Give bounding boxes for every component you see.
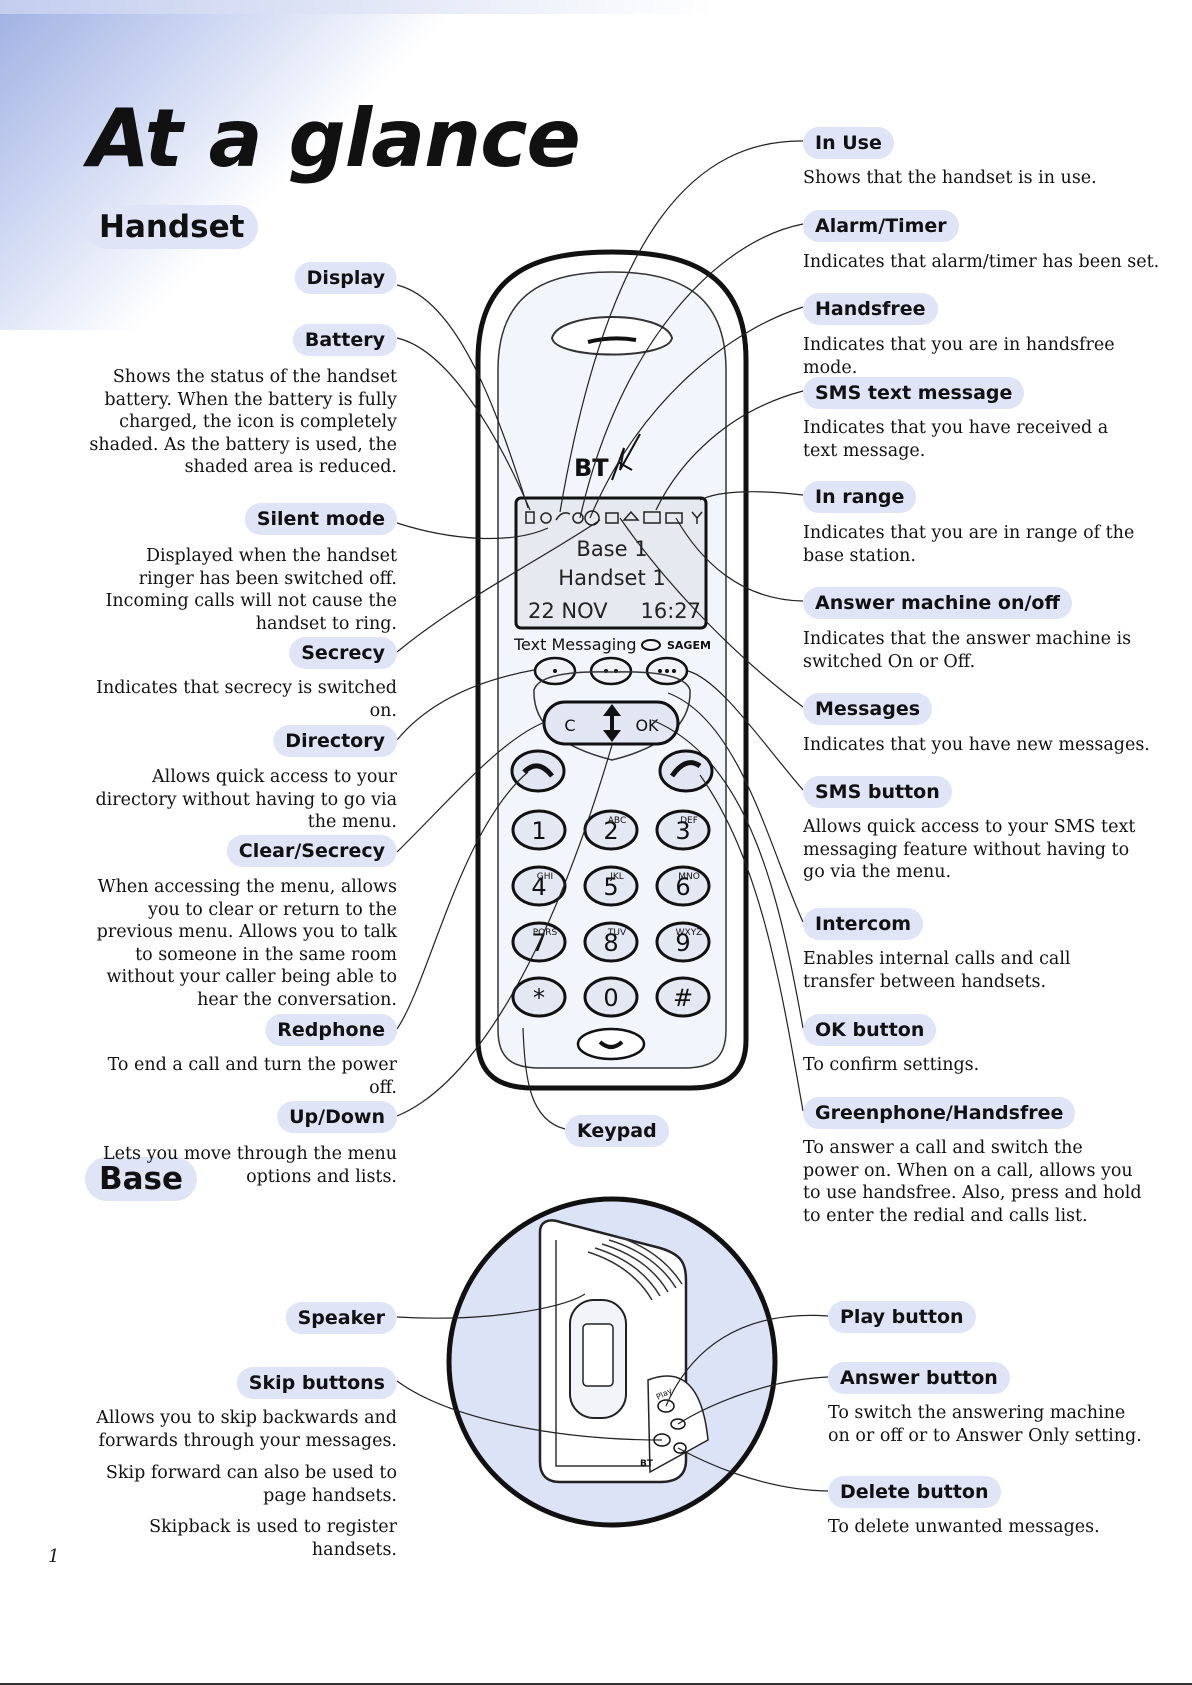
keypad-key-label: 6 [675, 873, 690, 901]
desc-up-down: Lets you move through the menu options a… [103, 1144, 397, 1187]
label-directory: Directory [273, 725, 397, 757]
maker-logo: SAGEM [667, 639, 711, 652]
keypad-key-letters: GHI [537, 872, 553, 882]
desc-silent-mode: Displayed when the handset ringer has be… [105, 546, 397, 634]
page-title: At a glance [88, 92, 581, 185]
base-bt-logo: BT [640, 1459, 654, 1469]
label-delete-button: Delete button [828, 1476, 1001, 1508]
desc-answer-button: To switch the answering machine on or of… [828, 1403, 1142, 1446]
label-battery: Battery [292, 324, 397, 356]
desc-delete-button: To delete unwanted messages. [828, 1517, 1100, 1537]
label-answer-machine: Answer machine on/off [803, 587, 1072, 619]
desc-in-use: Shows that the handset is in use. [803, 168, 1097, 188]
label-answer-button: Answer button [828, 1362, 1010, 1394]
label-greenphone-handsfree: Greenphone/Handsfree [803, 1097, 1076, 1129]
desc-in-range: Indicates that you are in range of the b… [803, 523, 1135, 566]
bottom-rule [0, 1683, 1192, 1685]
keypad-key-letters: TUV [607, 928, 627, 938]
base-illustration: Play BT [446, 1196, 778, 1528]
desc-redphone: To end a call and turn the power off. [107, 1055, 397, 1098]
nav-clear: C [564, 716, 575, 735]
keypad-key-label: 8 [603, 929, 618, 957]
keypad-key-label: 9 [675, 929, 690, 957]
label-messages: Messages [803, 693, 933, 725]
label-play-button: Play button [828, 1301, 976, 1333]
label-alarm-timer: Alarm/Timer [803, 210, 959, 242]
keypad-key-label: # [673, 984, 693, 1012]
keypad-key-label: 5 [603, 873, 618, 901]
desc-skip-1: Allows you to skip backwards and forward… [96, 1408, 397, 1451]
desc-secrecy: Indicates that secrecy is switched on. [96, 678, 397, 721]
label-sms-text-message: SMS text message [803, 377, 1025, 409]
label-display: Display [294, 262, 397, 294]
text-messaging-label: Text Messaging [513, 635, 636, 654]
label-keypad: Keypad [565, 1115, 669, 1147]
bt-logo: BT [574, 454, 609, 482]
keypad-key-hash: # [655, 976, 711, 1018]
desc-alarm-timer: Indicates that alarm/timer has been set. [803, 252, 1160, 272]
keypad-key-letters: ABC [608, 816, 626, 826]
keypad-key-label: 2 [603, 817, 618, 845]
desc-sms-button: Allows quick access to your SMS text mes… [803, 817, 1136, 882]
keypad-key-label: 3 [675, 817, 690, 845]
keypad-key-label: * [533, 984, 545, 1012]
label-clear-secrecy: Clear/Secrecy [226, 835, 397, 867]
screen-date: 22 NOV [528, 599, 608, 623]
label-in-use: In Use [803, 127, 894, 159]
label-handsfree: Handsfree [803, 293, 938, 325]
keypad-key-0: 0 [583, 976, 639, 1018]
label-secrecy: Secrecy [289, 637, 397, 669]
screen-time: 16:27 [640, 599, 701, 623]
leader-lines [396, 140, 829, 1492]
keypad-key-label: 0 [603, 984, 618, 1012]
label-in-range: In range [803, 481, 917, 513]
desc-clear-secrecy: When accessing the menu, allows you to c… [96, 877, 397, 1010]
corner-gradient [0, 0, 520, 330]
keypad-key-letters: MNO [678, 872, 700, 882]
desc-sms-text-message: Indicates that you have received a text … [803, 418, 1109, 461]
keypad-key-letters: JKL [609, 872, 624, 882]
section-handset: Handset [85, 205, 259, 249]
desc-messages: Indicates that you have new messages. [803, 735, 1150, 755]
label-redphone: Redphone [265, 1014, 397, 1046]
desc-skip-2: Skip forward can also be used to page ha… [105, 1463, 397, 1506]
keypad-key-label: 1 [531, 817, 546, 845]
keypad-key-label: 4 [531, 873, 546, 901]
keypad-key-letters: WXYZ [676, 928, 703, 938]
handset-illustration: BT Base 1 Handset 1 22 NOV 16:27 Text Me… [475, 249, 749, 1091]
screen-line2: Handset 1 [558, 566, 665, 590]
page-number: 1 [48, 1546, 60, 1567]
screen-line1: Base 1 [576, 537, 647, 561]
label-ok-button: OK button [803, 1014, 937, 1046]
keypad-key-letters: DEF [680, 816, 698, 826]
keypad-key-letters: PQRS [533, 928, 558, 938]
nav-ok: OK [635, 716, 659, 735]
label-sms-button: SMS button [803, 776, 952, 808]
label-intercom: Intercom [803, 908, 924, 940]
desc-battery: Shows the status of the handset battery.… [89, 367, 397, 477]
section-base: Base [85, 1157, 198, 1201]
label-skip-buttons: Skip buttons [236, 1367, 397, 1399]
desc-directory: Allows quick access to your directory wi… [95, 767, 397, 832]
label-silent-mode: Silent mode [244, 503, 397, 535]
desc-answer-machine: Indicates that the answer machine is swi… [803, 629, 1132, 672]
label-speaker: Speaker [285, 1302, 397, 1334]
top-band [0, 0, 1192, 14]
desc-ok-button: To confirm settings. [803, 1055, 980, 1075]
keypad-key-1: 1 [511, 809, 567, 851]
desc-handsfree: Indicates that you are in handsfree mode… [803, 335, 1115, 378]
desc-skip-3: Skipback is used to register handsets. [149, 1517, 397, 1560]
desc-greenphone-handsfree: To answer a call and switch the power on… [803, 1138, 1142, 1226]
desc-intercom: Enables internal calls and call transfer… [803, 949, 1071, 992]
keypad-key-star: * [511, 976, 567, 1018]
label-up-down: Up/Down [277, 1101, 397, 1133]
